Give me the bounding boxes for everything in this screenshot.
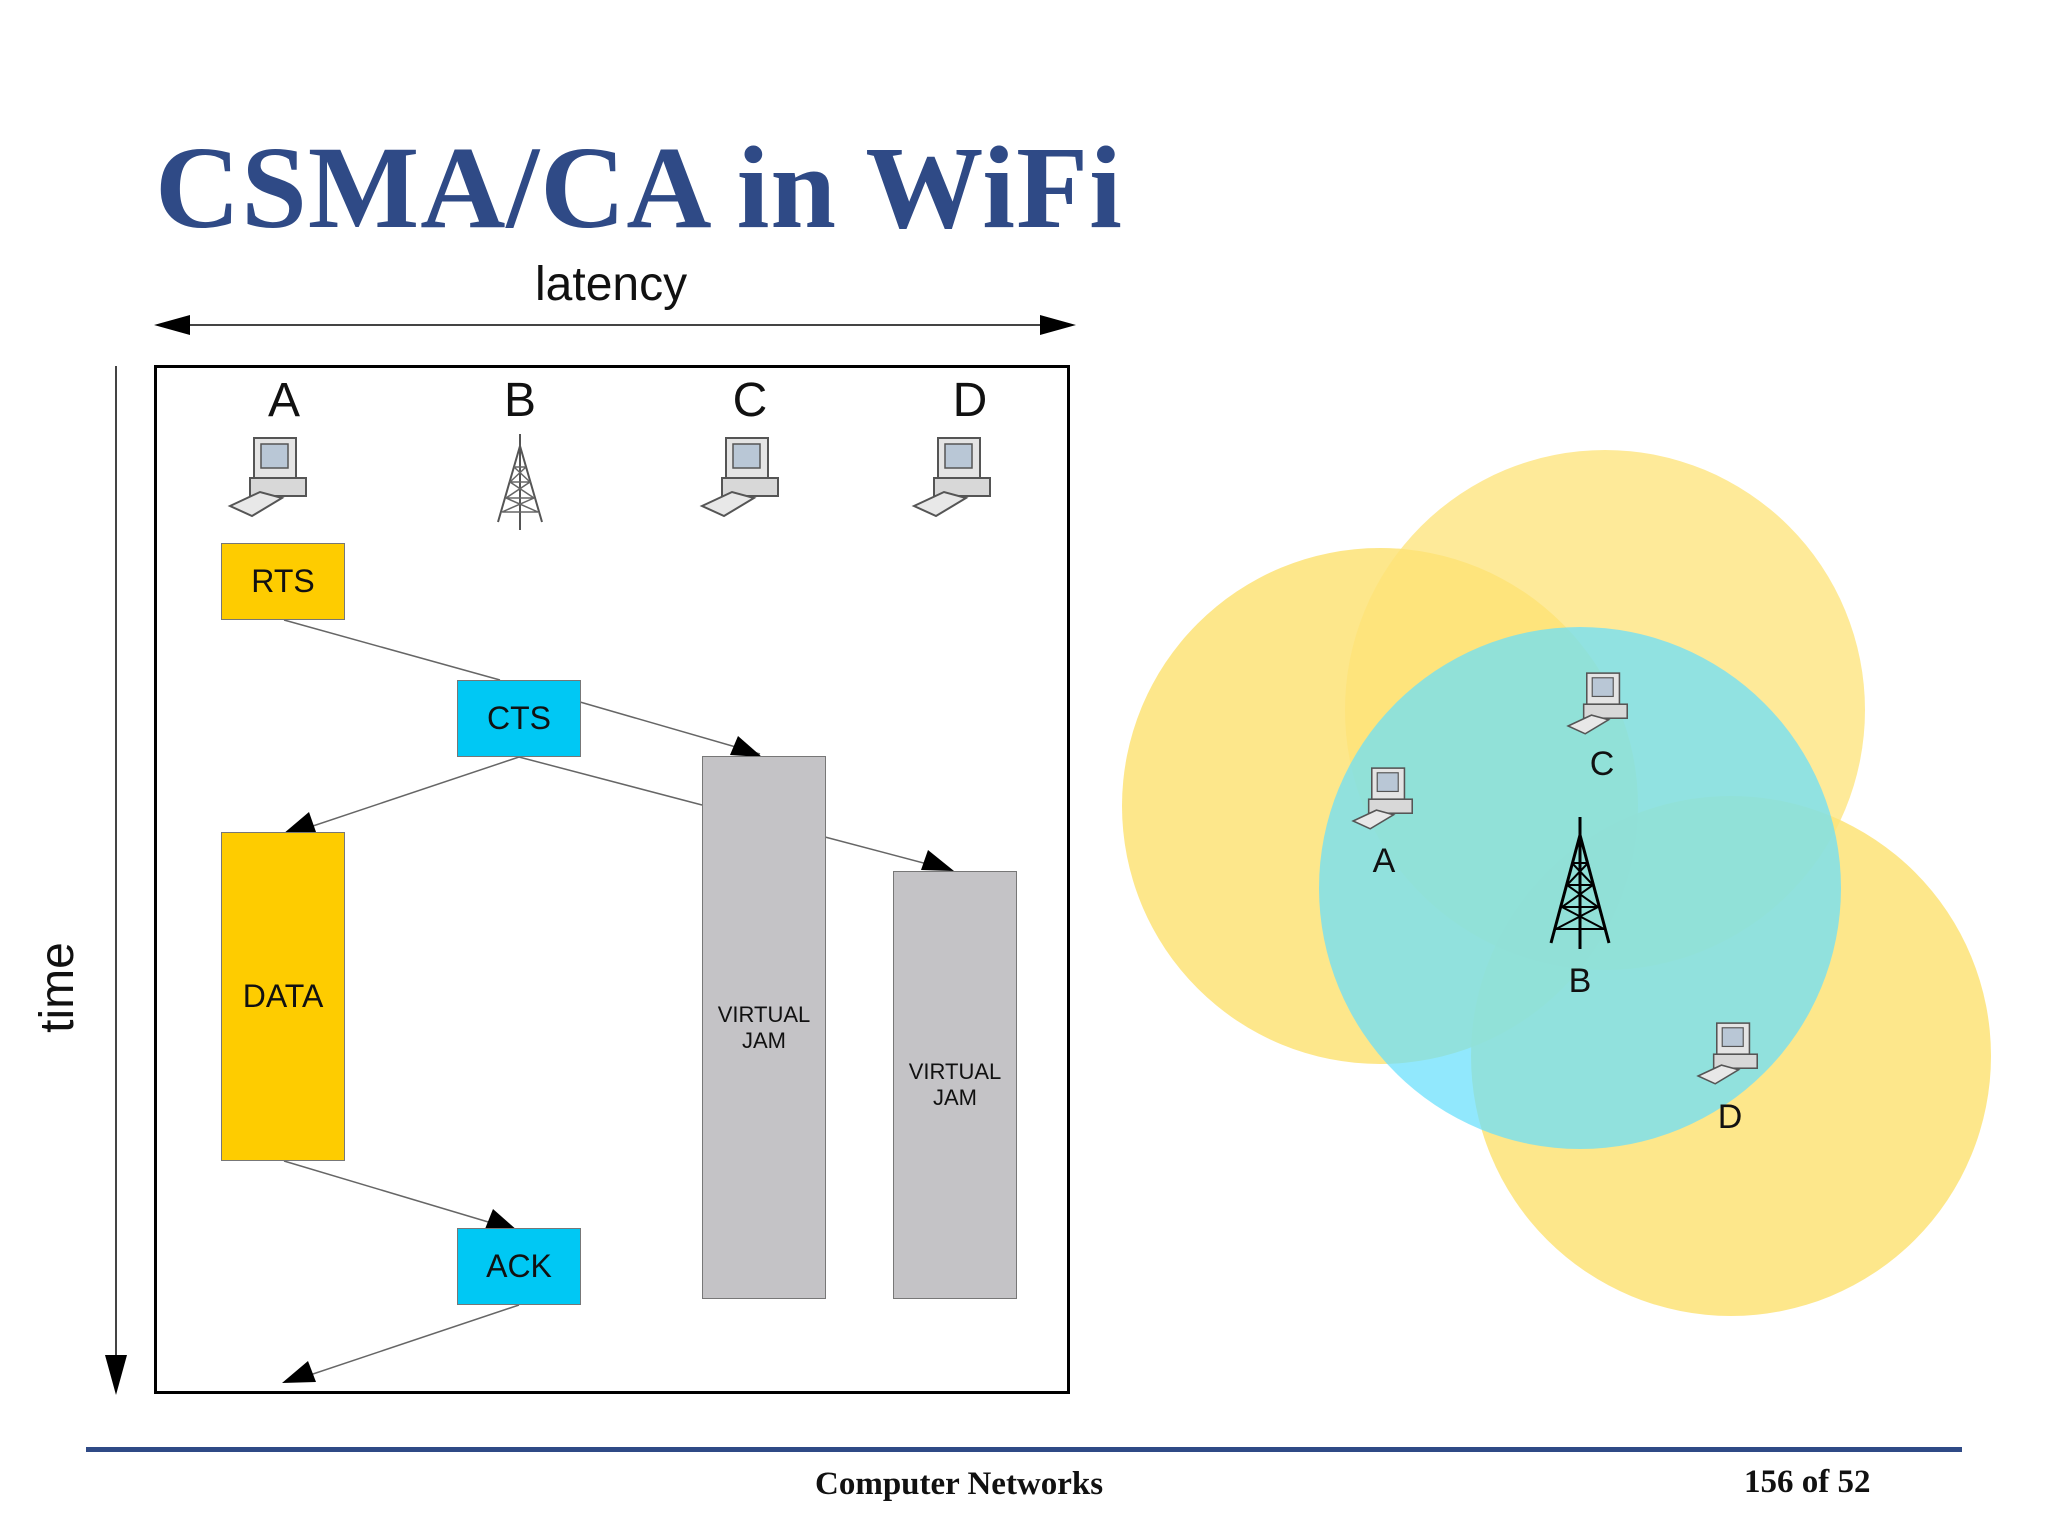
computer-icon-a <box>1351 767 1413 830</box>
tower-icon-b <box>1549 817 1611 949</box>
computer-icon <box>227 437 307 518</box>
column-label-d: D <box>952 374 988 427</box>
latency-arrow <box>154 315 1076 335</box>
rts-frame: RTS <box>221 543 345 620</box>
node-label-c: C <box>1589 745 1615 783</box>
column-label-b: B <box>503 374 536 427</box>
footer-course: Computer Networks <box>815 1466 1104 1502</box>
ack-frame: ACK <box>457 1228 581 1305</box>
computer-icon-c <box>1566 672 1628 735</box>
time-arrow <box>105 366 127 1395</box>
slide-title: CSMA/CA in WiFi <box>155 122 1123 253</box>
computer-icon-d <box>1696 1022 1758 1085</box>
virtual-jam-c: VIRTUAL JAM <box>702 756 826 1299</box>
cts-frame: CTS <box>457 680 581 757</box>
virtual-jam-d: VIRTUAL JAM <box>893 871 1017 1299</box>
footer-rule <box>86 1447 1962 1452</box>
column-label-a: A <box>267 374 300 427</box>
computer-icon <box>699 437 779 518</box>
page-number: 156 of 52 <box>1744 1464 1871 1500</box>
node-label-a: A <box>1372 842 1396 880</box>
column-label-c: C <box>732 374 768 427</box>
tower-icon <box>497 434 543 530</box>
latency-label: latency <box>535 258 688 311</box>
computer-icon <box>911 437 991 518</box>
data-frame: DATA <box>221 832 345 1161</box>
node-label-d: D <box>1717 1098 1743 1136</box>
node-label-b: B <box>1568 962 1592 1000</box>
sequence-diagram-frame <box>154 365 1070 1394</box>
